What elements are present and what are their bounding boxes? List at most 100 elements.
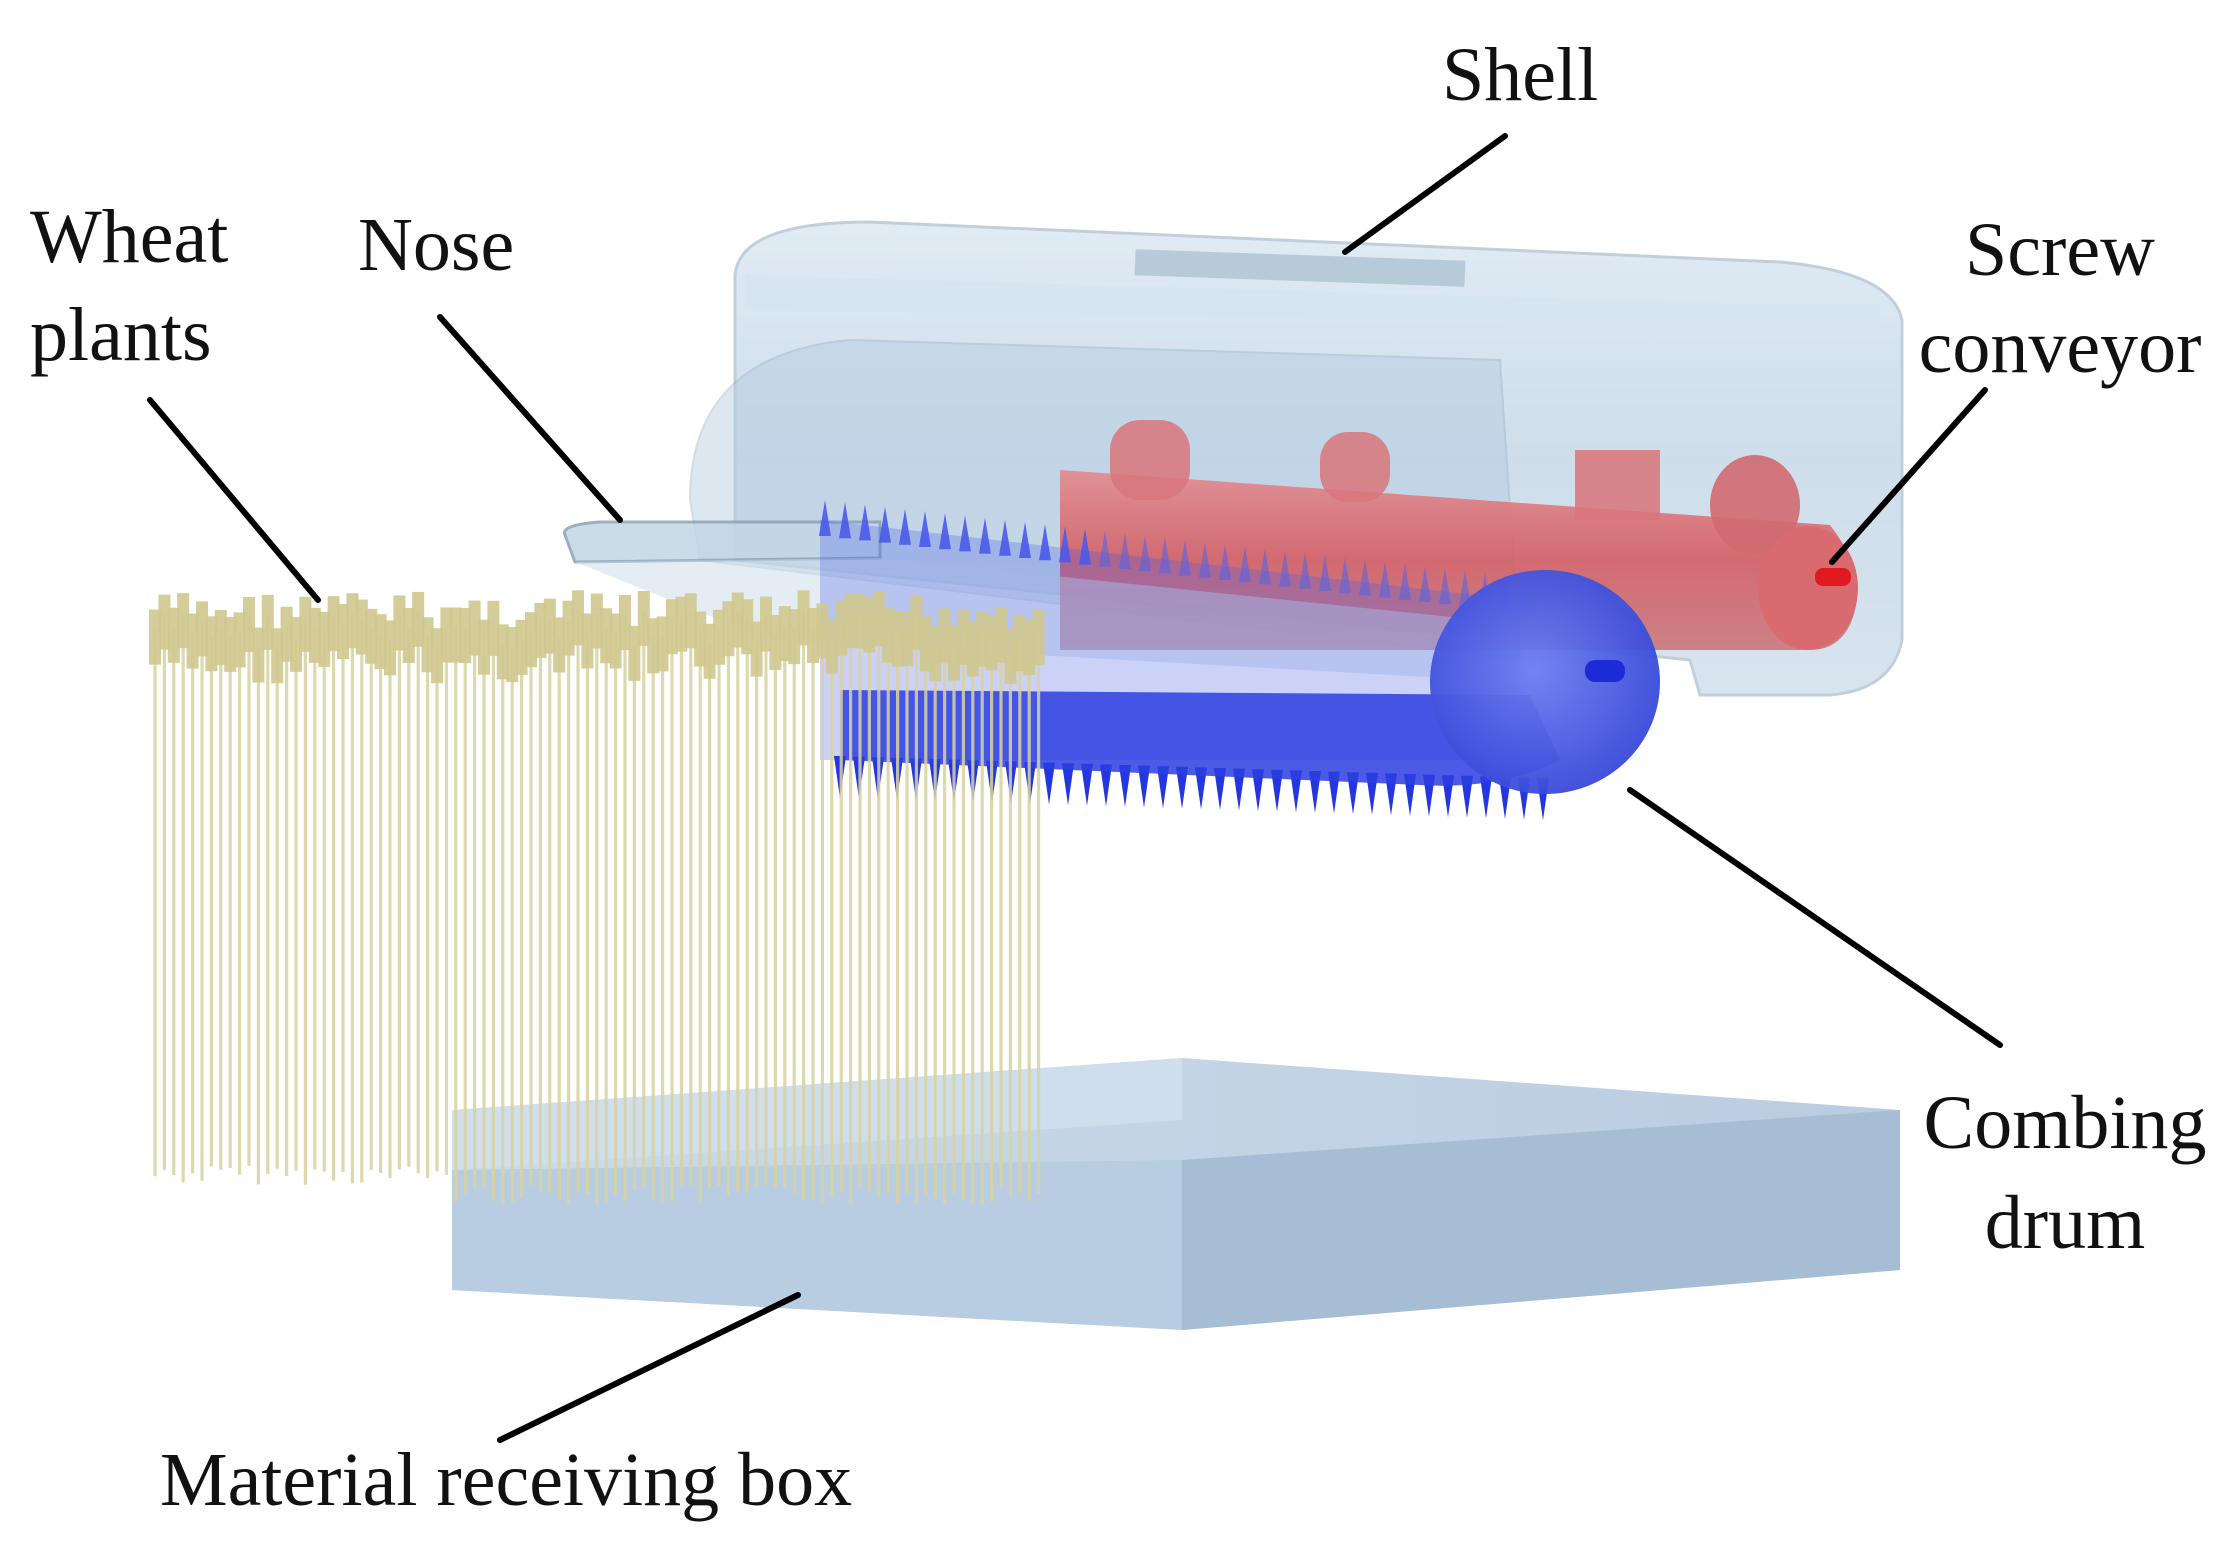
drum-tooth bbox=[1385, 773, 1397, 816]
wheat-head bbox=[515, 619, 528, 675]
leader-line-material-receiving-box bbox=[497, 1292, 801, 1443]
label-screw-conveyor-line1: Screw bbox=[1965, 208, 2155, 292]
wheat-head bbox=[694, 611, 707, 667]
drum-tooth bbox=[859, 504, 871, 541]
wheat-head bbox=[572, 590, 584, 646]
drum-tooth bbox=[1459, 570, 1471, 607]
combing-drum bbox=[819, 500, 1660, 821]
wheat-head bbox=[186, 613, 199, 669]
wheat-head bbox=[261, 594, 274, 650]
drum-tooth bbox=[1138, 765, 1150, 808]
drum-tooth bbox=[1157, 766, 1169, 809]
wheat-head bbox=[703, 623, 716, 679]
wheat-head bbox=[243, 597, 255, 653]
leader-lines bbox=[147, 133, 2003, 1443]
wheat-head bbox=[590, 593, 603, 649]
wheat-head bbox=[1032, 610, 1045, 666]
wheat-head bbox=[543, 598, 556, 654]
wheat-head bbox=[713, 609, 725, 665]
drum-tooth bbox=[1176, 766, 1188, 809]
wheat-head bbox=[158, 594, 171, 650]
wheat-head bbox=[684, 593, 697, 649]
drum-tooth bbox=[1339, 557, 1351, 594]
drum-tooth bbox=[999, 519, 1011, 556]
wheat-head bbox=[374, 614, 387, 670]
wheat-head bbox=[656, 616, 669, 672]
drum-tooth bbox=[1239, 546, 1251, 583]
drum-tooth bbox=[1379, 561, 1391, 598]
drum-tooth bbox=[1480, 776, 1492, 819]
wheat-head bbox=[280, 606, 293, 662]
drum-tooth bbox=[1081, 763, 1093, 806]
drum-tooth bbox=[1019, 522, 1031, 558]
wheat-head bbox=[901, 611, 913, 667]
wheat-head bbox=[1004, 628, 1017, 684]
wheat-head bbox=[402, 608, 415, 664]
wheat-head bbox=[600, 608, 613, 664]
drum-tooth bbox=[1259, 548, 1271, 585]
wheat-head bbox=[562, 600, 575, 656]
drum-tooth bbox=[1195, 767, 1207, 810]
wheat-head bbox=[318, 611, 331, 667]
wheat-head bbox=[844, 593, 857, 649]
wheat-head bbox=[468, 600, 481, 656]
label-material-receiving-box: Material receiving box bbox=[160, 1438, 853, 1522]
drum-tooth bbox=[939, 513, 951, 550]
drum-tooth bbox=[1359, 559, 1371, 596]
material-receiving-box bbox=[452, 1058, 1900, 1330]
leader-line-wheat-plants bbox=[147, 397, 321, 603]
drum-tooth bbox=[1199, 541, 1211, 578]
wheat-head bbox=[421, 617, 434, 673]
drum-tooth bbox=[1179, 539, 1191, 576]
wheat-head bbox=[431, 628, 443, 684]
wheat-head bbox=[731, 592, 744, 648]
wheat-head bbox=[760, 596, 772, 652]
wheat-head bbox=[177, 593, 190, 649]
drum-tooth bbox=[899, 508, 911, 545]
drum-tooth bbox=[1214, 768, 1226, 810]
wheat-head bbox=[196, 601, 208, 657]
drum-tooth bbox=[1252, 769, 1264, 812]
drum-tooth bbox=[1366, 772, 1378, 815]
wheat-head bbox=[440, 607, 453, 663]
drum-tooth bbox=[1279, 550, 1291, 587]
wheat-head bbox=[957, 609, 970, 665]
drum-tooth bbox=[919, 511, 931, 547]
drum-tooth bbox=[1290, 770, 1302, 813]
wheat-head bbox=[412, 591, 425, 647]
nose bbox=[562, 520, 1480, 680]
drum-tooth bbox=[1439, 568, 1451, 605]
wheat-head bbox=[966, 621, 979, 677]
wheat-head bbox=[863, 597, 876, 653]
wheat-head bbox=[1013, 616, 1026, 672]
drum-tooth bbox=[1319, 555, 1331, 591]
wheat-head bbox=[919, 616, 932, 672]
wheat-head bbox=[327, 596, 340, 652]
wheat-head bbox=[985, 615, 998, 671]
wheat-head bbox=[487, 600, 500, 656]
wheat-head bbox=[355, 599, 368, 655]
wheat-head bbox=[910, 594, 923, 650]
wheat-head bbox=[459, 608, 472, 664]
wheat-head bbox=[167, 607, 180, 663]
leader-line-shell bbox=[1342, 133, 1508, 255]
wheat-head bbox=[825, 618, 838, 674]
drum-tooth bbox=[1461, 775, 1473, 818]
wheat-head bbox=[299, 596, 312, 652]
wheat-head bbox=[214, 609, 227, 665]
wheat-head bbox=[778, 606, 791, 662]
wheat-head bbox=[149, 609, 161, 665]
wheat-head bbox=[647, 618, 660, 674]
label-wheat-plants-line1: Wheat bbox=[30, 195, 229, 279]
wheat-head bbox=[976, 611, 989, 667]
wheat-head bbox=[882, 607, 895, 663]
wheat-head bbox=[675, 596, 688, 652]
wheat-head bbox=[854, 593, 866, 649]
drum-tooth bbox=[959, 515, 971, 552]
wheat-head bbox=[496, 624, 509, 680]
wheat-head bbox=[750, 621, 763, 677]
wheat-head bbox=[769, 614, 782, 670]
drum-tooth bbox=[979, 517, 991, 554]
